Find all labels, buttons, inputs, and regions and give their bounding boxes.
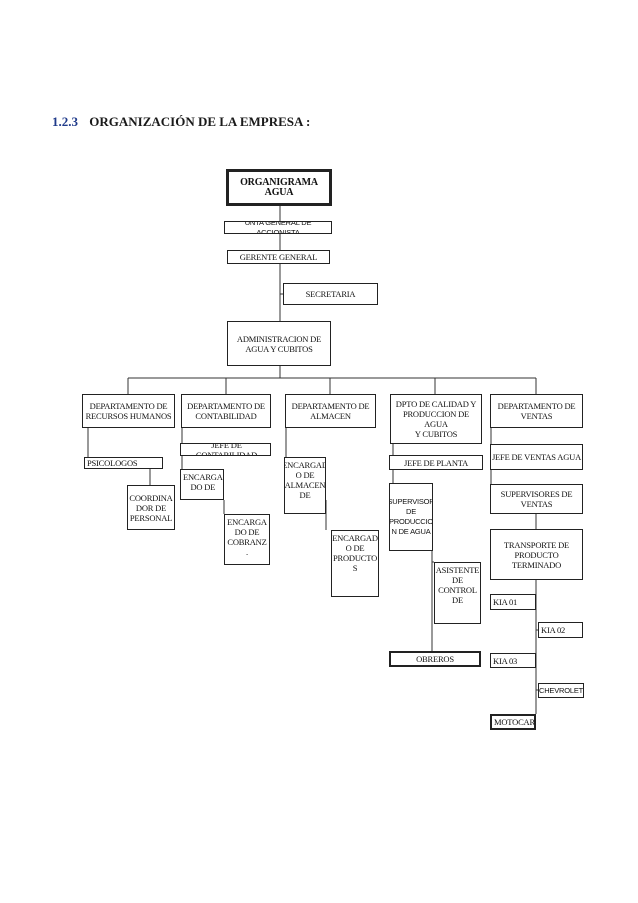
encargado-almacen-box: ENCARGAD O DE ALMACEN DE <box>284 457 326 514</box>
supervisor-produccion-box: SUPERVISOR DE PRODUCCIO N DE AGUA <box>389 483 433 551</box>
gerente-box: GERENTE GENERAL <box>227 250 330 264</box>
administracion-box: ADMINISTRACION DE AGUA Y CUBITOS <box>227 321 331 366</box>
transporte-box: TRANSPORTE DE PRODUCTO TERMINADO <box>490 529 583 580</box>
motocar-box: MOTOCAR <box>490 714 536 730</box>
jefe-ventas-box: JEFE DE VENTAS AGUA <box>490 444 583 470</box>
psicologos-box: PSICOLOGOS <box>84 457 163 469</box>
junta-box: UNTA GENERAL DE ACCIONISTA <box>224 221 332 234</box>
org-root-box: ORGANIGRAMA AGUA <box>226 169 332 206</box>
asistente-control-box: ASISTENTE DE CONTROL DE <box>434 562 481 624</box>
section-title: ORGANIZACIÓN DE LA EMPRESA : <box>89 114 311 129</box>
kia-01-box: KIA 01 <box>490 594 536 610</box>
section-number: 1.2.3 <box>52 114 78 129</box>
supervisores-ventas-box: SUPERVISORES DE VENTAS <box>490 484 583 514</box>
department-almacen-box: DEPARTAMENTO DE ALMACEN <box>285 394 376 428</box>
coordinador-box: COORDINA DOR DE PERSONAL <box>127 485 175 530</box>
department-contabilidad-box: DEPARTAMENTO DE CONTABILIDAD <box>181 394 271 428</box>
encargado-cobranzas-box: ENCARGA DO DE COBRANZ . <box>224 514 270 565</box>
kia-03-box: KIA 03 <box>490 653 536 668</box>
department-ventas-box: DEPARTAMENTO DE VENTAS <box>490 394 583 428</box>
secretaria-box: SECRETARIA <box>283 283 378 305</box>
encargado-box: ENCARGA DO DE <box>180 469 224 500</box>
jefe-contabilidad-box: JEFE DE CONTABILIDAD <box>180 443 271 456</box>
section-heading: 1.2.3 ORGANIZACIÓN DE LA EMPRESA : <box>52 114 310 130</box>
kia-02-box: KIA 02 <box>538 622 583 638</box>
obreros-box: OBREROS <box>389 651 481 667</box>
encargado-productos-box: ENCARGAD O DE PRODUCTO S <box>331 530 379 597</box>
chevrolet-box: CHEVROLET <box>538 683 584 698</box>
department-calidad-box: DPTO DE CALIDAD Y PRODUCCION DE AGUA Y C… <box>390 394 482 444</box>
jefe-planta-box: JEFE DE PLANTA <box>389 455 483 470</box>
department-rrhh-box: DEPARTAMENTO DE RECURSOS HUMANOS <box>82 394 175 428</box>
